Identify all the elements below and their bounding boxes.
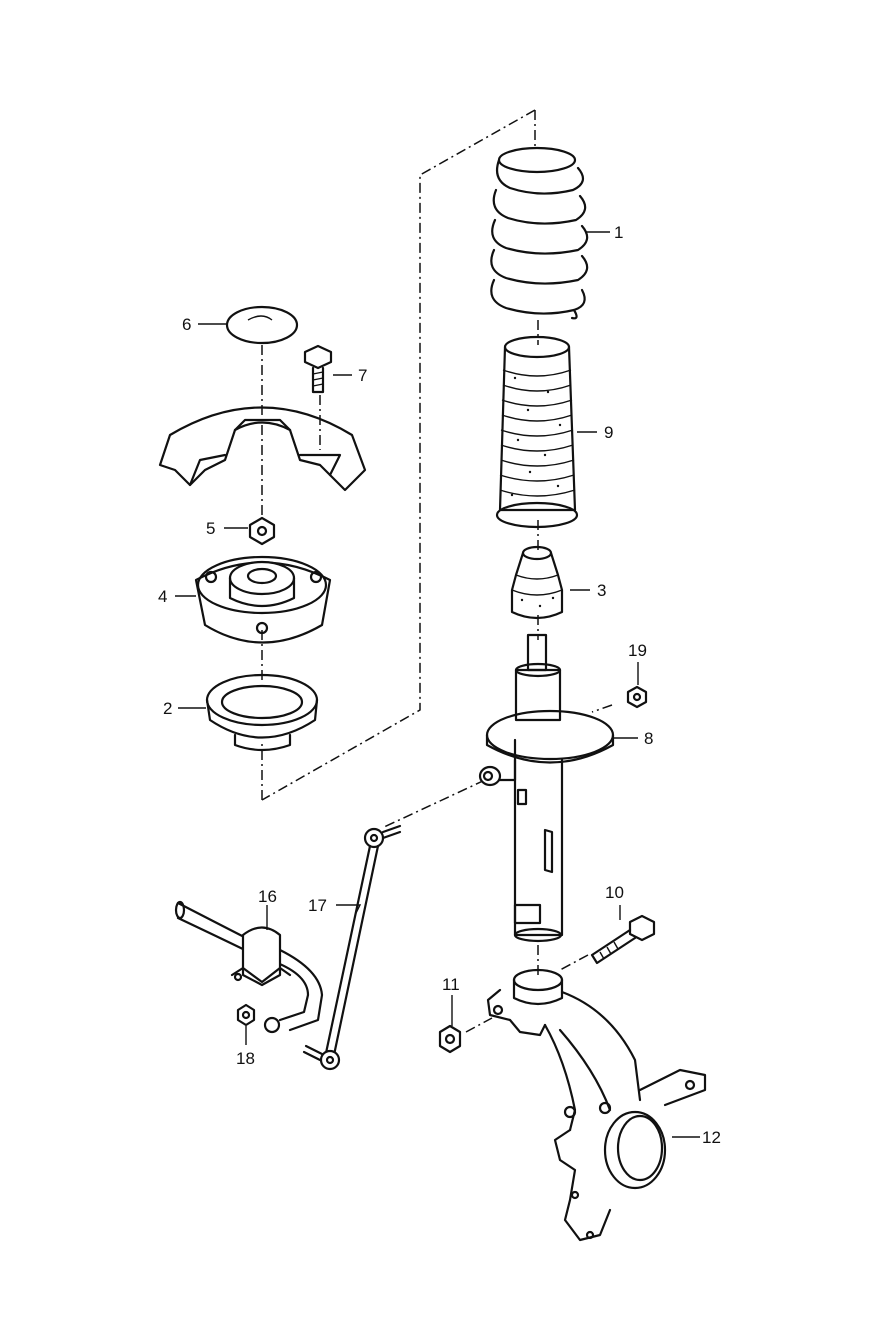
callout-1: 1 xyxy=(614,223,623,242)
callout-9: 9 xyxy=(604,423,613,442)
coil-spring xyxy=(490,146,589,320)
callout-6: 6 xyxy=(182,315,191,334)
callout-labels: 1 2 3 4 5 6 7 8 9 10 11 12 16 17 18 19 xyxy=(158,223,721,1147)
nut-18 xyxy=(236,1003,256,1027)
bolt-10 xyxy=(590,914,656,965)
callout-4: 4 xyxy=(158,587,167,606)
nut-11 xyxy=(438,1024,462,1054)
stabilizer-bar xyxy=(174,900,324,1034)
strut-mount xyxy=(194,555,332,644)
callout-17: 17 xyxy=(308,896,327,915)
callout-8: 8 xyxy=(644,729,653,748)
coupling-rod xyxy=(302,824,402,1071)
protective-boot xyxy=(495,335,579,529)
bolt-7 xyxy=(303,344,333,394)
nut-5 xyxy=(248,516,276,546)
callout-12: 12 xyxy=(702,1128,721,1147)
strut-bearing xyxy=(205,673,319,752)
callout-16: 16 xyxy=(258,887,277,906)
callout-7: 7 xyxy=(358,366,367,385)
leader-lines xyxy=(175,231,700,1138)
callout-18: 18 xyxy=(236,1049,255,1068)
heat-shield xyxy=(158,406,367,492)
steering-knuckle xyxy=(486,968,707,1242)
callout-3: 3 xyxy=(597,581,606,600)
callout-11: 11 xyxy=(442,975,460,994)
assembly-guide-lines xyxy=(261,109,613,1033)
bump-stop xyxy=(510,545,564,620)
callout-2: 2 xyxy=(163,699,172,718)
cap xyxy=(225,305,299,345)
callout-19: 19 xyxy=(628,641,647,660)
nut-19 xyxy=(626,685,648,709)
callout-10: 10 xyxy=(605,883,624,902)
shock-absorber xyxy=(478,633,615,943)
callout-5: 5 xyxy=(206,519,215,538)
